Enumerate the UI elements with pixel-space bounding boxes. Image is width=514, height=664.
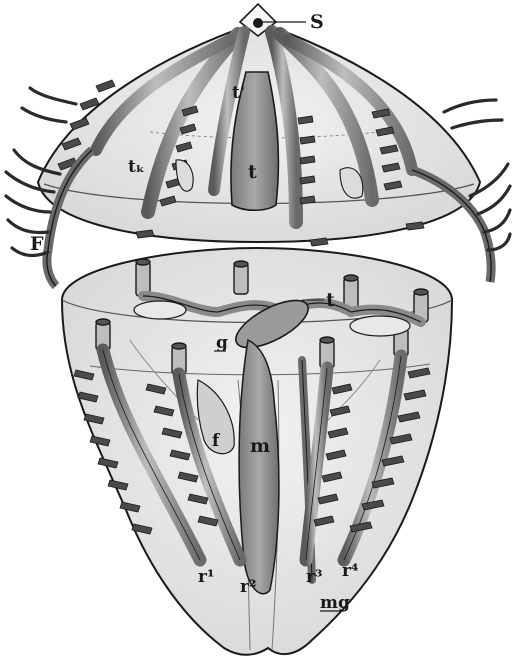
label-m: m	[250, 435, 270, 457]
label-mg: mg	[320, 593, 350, 613]
label-r3: r³	[306, 567, 322, 587]
label-g: g	[216, 333, 228, 353]
label-t-prime: t'	[232, 83, 245, 103]
label-tk: tₖ	[128, 157, 145, 177]
label-r2: r²	[240, 577, 256, 597]
label-r4: r⁴	[342, 561, 358, 581]
label-t-top: t	[248, 161, 257, 183]
label-r1: r¹	[198, 567, 214, 587]
label-f: F	[30, 233, 44, 255]
label-s: S	[310, 11, 324, 33]
label-t-lower: t	[326, 289, 335, 311]
upper-half	[6, 4, 510, 286]
